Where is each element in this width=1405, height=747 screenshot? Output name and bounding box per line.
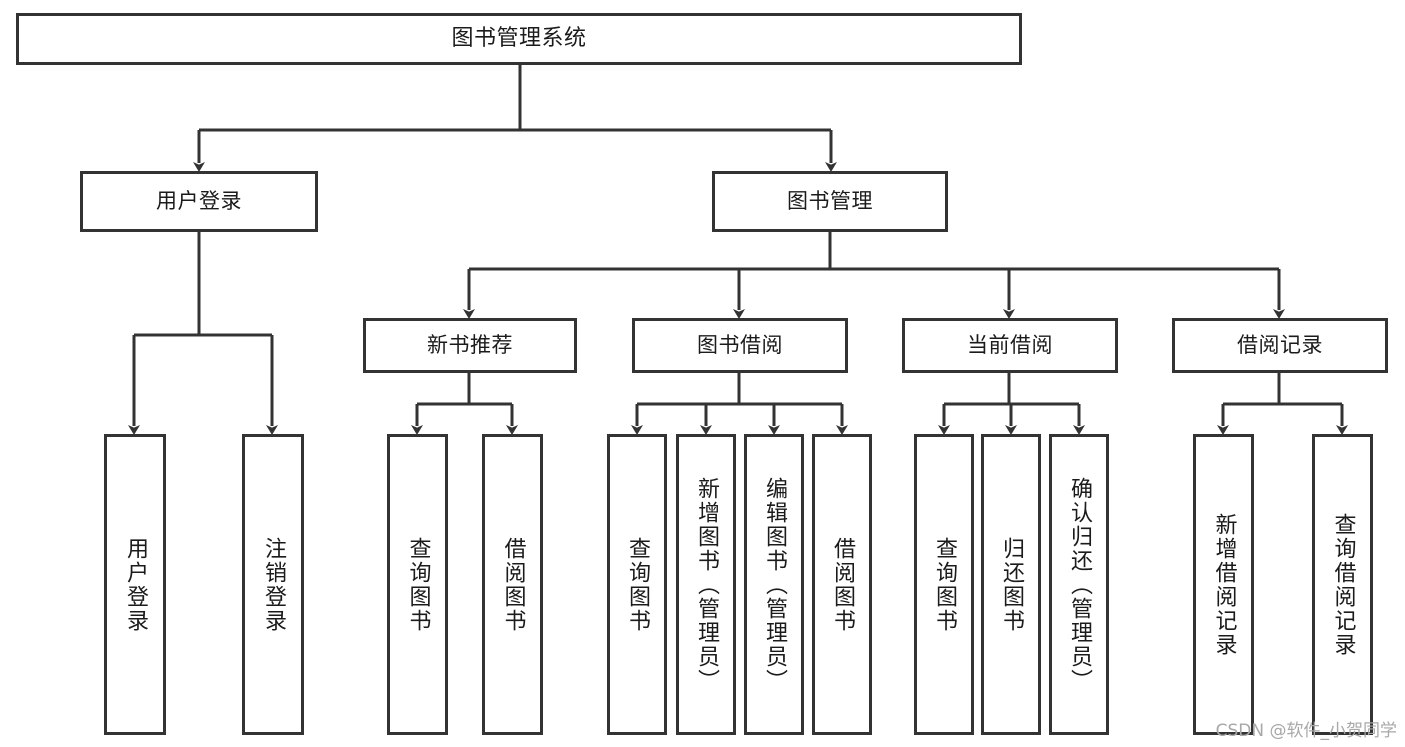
node-label: 借阅图书 <box>829 536 855 633</box>
node-label: 编辑图书（管理员） <box>761 476 787 693</box>
node-label: 注销登录 <box>260 536 286 633</box>
leaf-borrow-book-recommendation[interactable]: 借阅图书 <box>482 434 543 735</box>
node-label: 查询借阅记录 <box>1330 512 1356 657</box>
node-label: 图书管理 <box>787 189 873 214</box>
node-label: 查询图书 <box>405 536 431 633</box>
leaf-add-borrow-record[interactable]: 新增借阅记录 <box>1193 434 1254 735</box>
node-borrowing-record[interactable]: 借阅记录 <box>1172 318 1388 373</box>
node-label: 新书推荐 <box>427 333 513 358</box>
leaf-return-book[interactable]: 归还图书 <box>981 434 1041 735</box>
leaf-query-book-current[interactable]: 查询图书 <box>914 434 974 735</box>
node-root-system[interactable]: 图书管理系统 <box>16 13 1022 65</box>
leaf-query-book-borrowing[interactable]: 查询图书 <box>607 434 667 735</box>
node-book-borrowing[interactable]: 图书借阅 <box>632 318 848 373</box>
node-label: 查询图书 <box>931 536 957 633</box>
node-book-management[interactable]: 图书管理 <box>712 171 948 232</box>
leaf-user-login[interactable]: 用户登录 <box>104 434 166 735</box>
node-label: 图书管理系统 <box>451 25 587 51</box>
leaf-edit-book-admin[interactable]: 编辑图书（管理员） <box>744 434 804 735</box>
node-current-borrowing[interactable]: 当前借阅 <box>902 318 1118 373</box>
node-label: 用户登录 <box>122 536 148 633</box>
leaf-query-borrow-record[interactable]: 查询借阅记录 <box>1312 434 1373 735</box>
node-label: 新增图书（管理员） <box>693 476 719 693</box>
node-label: 借阅图书 <box>500 536 526 633</box>
node-label: 用户登录 <box>156 189 242 214</box>
leaf-borrow-book[interactable]: 借阅图书 <box>812 434 872 735</box>
node-user-login[interactable]: 用户登录 <box>80 171 318 232</box>
leaf-confirm-return-admin[interactable]: 确认归还（管理员） <box>1049 434 1109 735</box>
leaf-add-book-admin[interactable]: 新增图书（管理员） <box>676 434 736 735</box>
leaf-logout[interactable]: 注销登录 <box>242 434 304 735</box>
node-label: 当前借阅 <box>967 333 1053 358</box>
node-label: 归还图书 <box>998 536 1024 633</box>
leaf-query-book-recommendation[interactable]: 查询图书 <box>387 434 448 735</box>
node-label: 图书借阅 <box>697 333 783 358</box>
node-label: 新增借阅记录 <box>1211 512 1237 657</box>
node-label: 借阅记录 <box>1237 333 1323 358</box>
node-new-book-recommendation[interactable]: 新书推荐 <box>363 318 577 373</box>
node-label: 确认归还（管理员） <box>1066 476 1092 693</box>
node-label: 查询图书 <box>624 536 650 633</box>
